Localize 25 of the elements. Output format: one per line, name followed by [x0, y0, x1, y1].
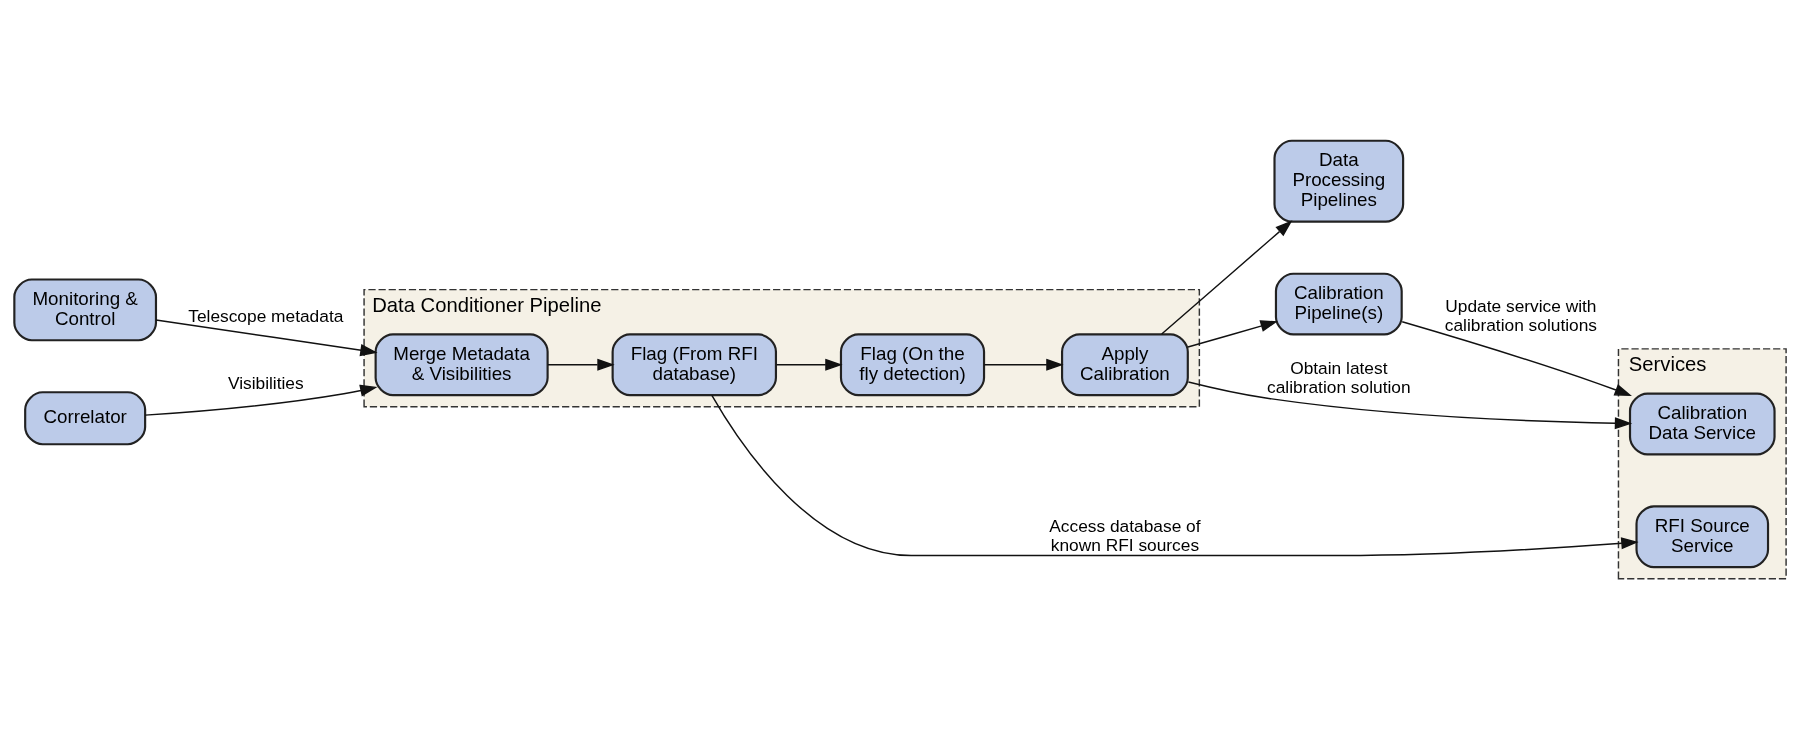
edge-label: Update service with calibration solutions — [1444, 295, 1598, 335]
edge-label: Obtain latest calibration solution — [1267, 357, 1411, 397]
node-box: Calibration Pipeline(s) — [1274, 272, 1403, 335]
arrow — [1187, 319, 1278, 348]
node-box: Flag (From RFI database) — [611, 332, 778, 396]
arrow — [1187, 380, 1633, 429]
arrow — [547, 358, 615, 371]
edge-label: Telescope metadata — [188, 305, 344, 326]
arrow — [1401, 320, 1632, 396]
arrow — [144, 384, 378, 416]
edge-label: Access database of known RFI sources — [1049, 515, 1201, 555]
node-box: Apply Calibration — [1061, 332, 1189, 396]
node-box: Data Processing Pipelines — [1273, 139, 1405, 223]
arrow — [711, 394, 1639, 556]
arrow — [155, 318, 378, 356]
node-box: Calibration Data Service — [1628, 392, 1776, 455]
node-box: Flag (On the fly detection) — [839, 332, 986, 396]
arrow — [983, 358, 1064, 371]
node-box: Correlator — [24, 390, 147, 445]
node-box: RFI Source Service — [1635, 504, 1770, 568]
arrow — [1160, 219, 1293, 335]
arrow — [775, 358, 843, 371]
node-box: Merge Metadata & Visibilities — [374, 332, 549, 396]
node-box: Monitoring & Control — [13, 277, 158, 341]
edge-label: Visibilities — [227, 372, 304, 393]
